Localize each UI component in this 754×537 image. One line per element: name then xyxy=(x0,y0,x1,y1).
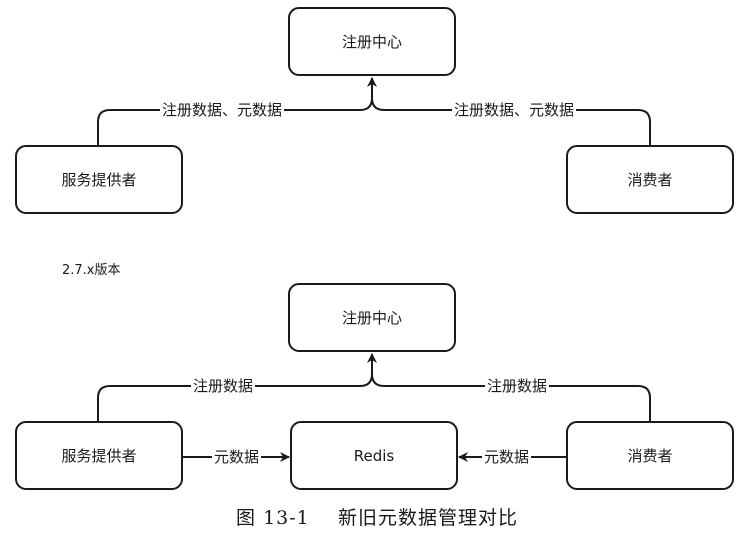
bottom-registry-label: 注册中心 xyxy=(341,309,402,327)
bottom-provider-edge-label: 注册数据 xyxy=(191,377,256,395)
top-registry-node: 注册中心 xyxy=(288,7,456,76)
bottom-consumer-redis-edge-label: 元数据 xyxy=(482,448,532,466)
figure-caption: 图 13-1 新旧元数据管理对比 xyxy=(0,503,754,530)
edge-bottom-consumer-registry xyxy=(371,373,651,422)
bottom-registry-node: 注册中心 xyxy=(288,283,456,352)
bottom-redis-node: Redis xyxy=(290,421,458,490)
top-consumer-label: 消费者 xyxy=(627,171,673,189)
bottom-consumer-label: 消费者 xyxy=(627,447,673,465)
bottom-version-label: 2.7.x版本 xyxy=(62,263,121,278)
top-consumer-node: 消费者 xyxy=(566,145,734,214)
top-provider-node: 服务提供者 xyxy=(15,145,183,214)
bottom-consumer-edge-label: 注册数据 xyxy=(485,377,550,395)
top-provider-label: 服务提供者 xyxy=(61,171,137,189)
bottom-redis-label: Redis xyxy=(353,446,395,465)
bottom-provider-redis-edge-label: 元数据 xyxy=(212,448,262,466)
bottom-provider-label: 服务提供者 xyxy=(61,447,137,465)
bottom-consumer-node: 消费者 xyxy=(566,421,734,490)
bottom-provider-node: 服务提供者 xyxy=(15,421,183,490)
top-registry-label: 注册中心 xyxy=(341,33,402,51)
edge-top-consumer-registry xyxy=(371,97,651,146)
top-provider-edge-label: 注册数据、元数据 xyxy=(160,101,285,119)
top-consumer-edge-label: 注册数据、元数据 xyxy=(452,101,577,119)
figure-number: 图 13-1 xyxy=(236,507,310,529)
figure-title: 新旧元数据管理对比 xyxy=(337,507,518,529)
